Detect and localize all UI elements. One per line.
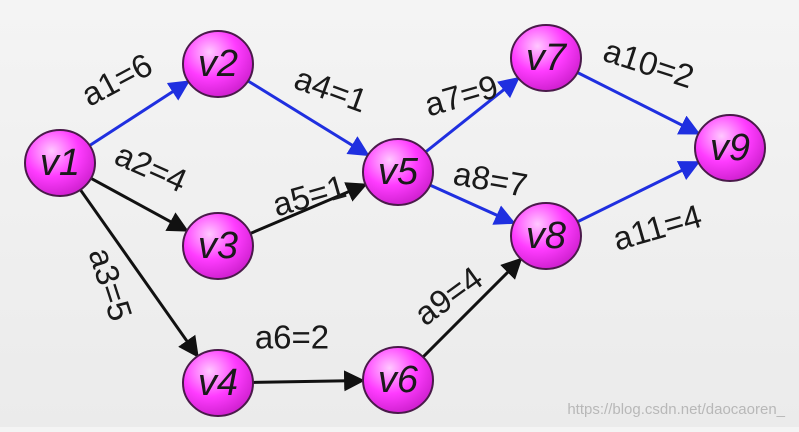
edge-a7-critical	[424, 76, 520, 154]
node-v1: v1	[24, 129, 96, 197]
edges-layer	[79, 71, 701, 392]
node-circle	[24, 129, 96, 197]
node-circle	[362, 346, 434, 414]
edge-label-a6: a6=2	[255, 319, 329, 356]
node-circle	[182, 349, 254, 417]
edge-a3	[79, 188, 199, 358]
node-label: v3	[198, 225, 238, 267]
node-circle	[362, 138, 434, 206]
node-circle	[510, 202, 582, 270]
edge-a1-critical	[88, 80, 191, 147]
node-v4: v4	[182, 349, 254, 417]
edge-label-a2: a2=4	[110, 135, 193, 199]
node-v7: v7	[510, 24, 582, 92]
node-label: v1	[40, 142, 80, 184]
node-v8: v8	[510, 202, 582, 270]
edge-a9	[422, 257, 523, 359]
node-label: v2	[198, 43, 238, 85]
node-label: v4	[198, 362, 238, 404]
edge-a11-critical	[576, 160, 701, 224]
watermark-url: https://blog.csdn.net/daocaoren_	[567, 401, 785, 418]
node-circle	[182, 30, 254, 98]
edge-label-a5: a5=1	[268, 167, 350, 223]
edge-label-a11: a11=4	[609, 197, 706, 257]
node-label: v9	[710, 127, 750, 169]
node-v3: v3	[182, 212, 254, 280]
edge-label-a1: a1=6	[75, 46, 158, 114]
node-v6: v6	[362, 346, 434, 414]
node-circle	[182, 212, 254, 280]
edge-label-a3: a3=5	[82, 243, 140, 325]
edge-a2	[90, 177, 189, 232]
edge-label-a7: a7=9	[420, 67, 502, 123]
edge-a10-critical	[576, 71, 701, 135]
node-v2: v2	[182, 30, 254, 98]
edge-label-a9: a9=4	[407, 259, 489, 333]
node-label: v6	[378, 359, 419, 401]
edge-a6	[252, 370, 366, 392]
node-circle	[694, 114, 766, 182]
nodes-layer: v1 v2 v3 v4 v5 v6 v7 v8 v9	[24, 24, 766, 417]
edge-a8-critical	[429, 183, 516, 225]
edge-label-a4: a4=1	[290, 59, 373, 119]
edge-a4-critical	[247, 79, 370, 157]
node-label: v7	[526, 37, 568, 79]
edge-a5	[249, 182, 368, 235]
node-label: v8	[526, 215, 566, 257]
node-label: v5	[378, 151, 419, 193]
node-v9: v9	[694, 114, 766, 182]
node-v5: v5	[362, 138, 434, 206]
edge-label-a8: a8=7	[451, 155, 531, 204]
node-circle	[510, 24, 582, 92]
edge-label-a10: a10=2	[599, 31, 699, 95]
